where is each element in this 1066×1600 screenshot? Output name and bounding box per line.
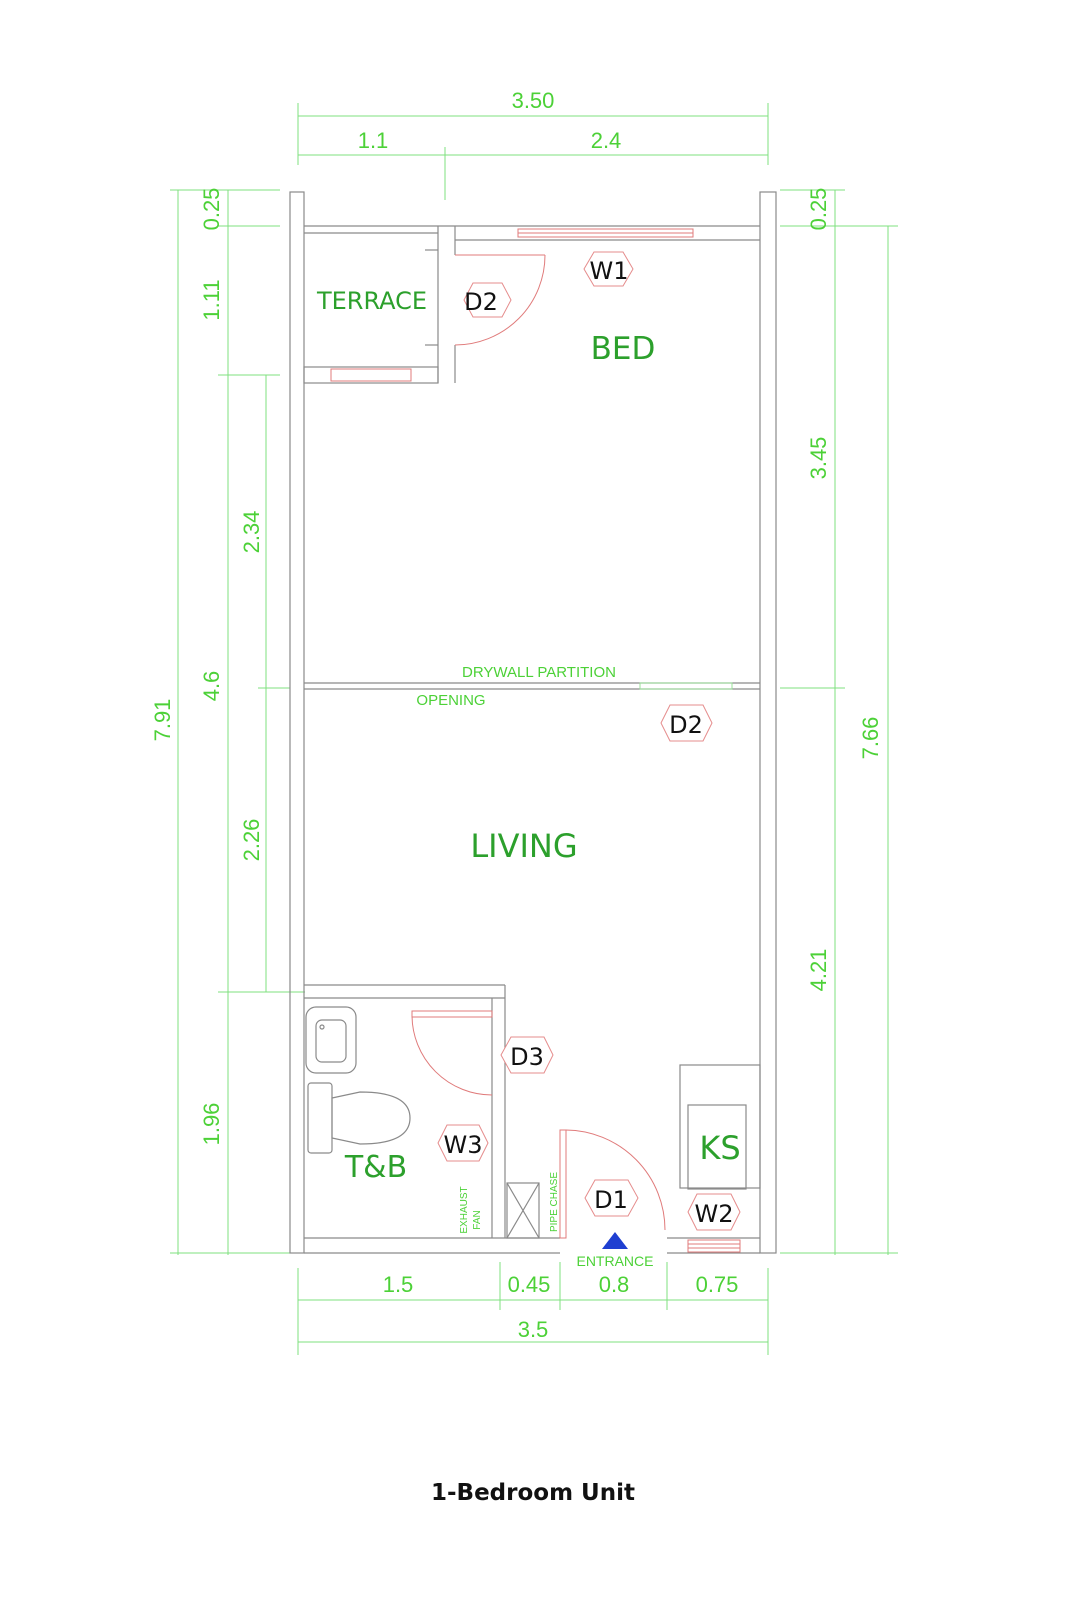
room-label-terrace: TERRACE — [316, 287, 427, 315]
tag-d2-living: D2 — [669, 711, 703, 739]
dim-bottom-d: 0.75 — [696, 1272, 739, 1297]
openings — [330, 228, 741, 1253]
dimension-lines — [170, 103, 898, 1355]
dim-left-total: 7.91 — [150, 699, 175, 742]
dim-top-left: 1.1 — [358, 128, 389, 153]
dim-left-d: 2.34 — [239, 511, 264, 554]
dim-left-c: 4.6 — [199, 671, 224, 702]
note-fan: FAN — [472, 1210, 483, 1229]
dim-right-a: 0.25 — [806, 188, 831, 231]
dim-right-total: 7.66 — [858, 717, 883, 760]
entrance-arrow-icon — [602, 1232, 628, 1249]
plan-caption: 1-Bedroom Unit — [431, 1480, 635, 1506]
dim-right-c: 4.21 — [806, 949, 831, 992]
dim-top-right: 2.4 — [591, 128, 622, 153]
dim-bottom-total: 3.5 — [518, 1317, 549, 1342]
dim-left-a: 0.25 — [199, 188, 224, 231]
tag-w1: W1 — [590, 257, 629, 285]
fixtures — [305, 1006, 540, 1239]
note-opening: OPENING — [416, 692, 485, 709]
room-label-bed: BED — [591, 331, 656, 367]
room-label-tb: T&B — [344, 1150, 407, 1185]
toilet-bowl — [331, 1091, 411, 1145]
dim-top-total: 3.50 — [512, 88, 555, 113]
dim-bottom-c: 0.8 — [599, 1272, 630, 1297]
tag-d3: D3 — [510, 1043, 544, 1071]
dim-bottom-a: 1.5 — [383, 1272, 414, 1297]
room-label-living: LIVING — [470, 827, 577, 865]
room-label-ks: KS — [699, 1129, 740, 1167]
dim-right-b: 3.45 — [806, 437, 831, 480]
note-drywall-partition: DRYWALL PARTITION — [462, 664, 616, 681]
dim-left-b: 1.11 — [199, 279, 224, 320]
sink — [305, 1006, 357, 1074]
note-pipe-chase: PIPE CHASE — [549, 1172, 560, 1232]
toilet-tank — [307, 1082, 333, 1154]
note-exhaust: EXHAUST — [459, 1186, 470, 1233]
note-entrance: ENTRANCE — [576, 1253, 653, 1269]
tag-d2-terrace: D2 — [464, 288, 498, 316]
tag-hexagons — [437, 251, 741, 1231]
tag-w2: W2 — [695, 1200, 734, 1228]
tag-w3: W3 — [444, 1131, 483, 1159]
tag-d1: D1 — [594, 1186, 628, 1214]
dim-bottom-b: 0.45 — [508, 1272, 551, 1297]
dim-left-e: 2.26 — [239, 819, 264, 862]
exhaust-fan-box — [506, 1182, 540, 1239]
dim-left-f: 1.96 — [199, 1103, 224, 1146]
